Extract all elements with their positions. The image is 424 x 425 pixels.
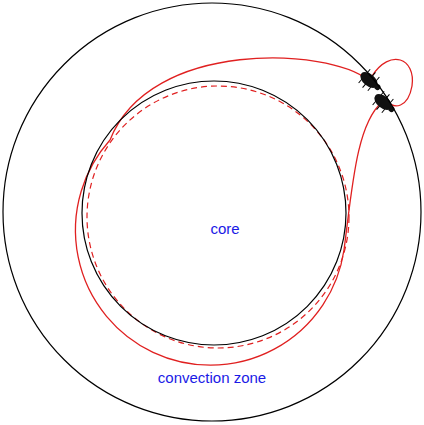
sunspot (355, 66, 386, 97)
field-line (75, 58, 382, 365)
core-circle-border (82, 81, 346, 345)
region-label: core (210, 220, 239, 237)
core-circle-outline (81, 80, 347, 346)
convection-zone-circle-border (3, 3, 421, 421)
dashed-core-field (87, 86, 349, 348)
convection-zone-circle-outline (2, 2, 422, 422)
region-label: convection zone (158, 369, 266, 386)
core-circle: core (81, 80, 347, 346)
sunspot (369, 88, 400, 119)
convection-zone-circle: convection zone core (2, 2, 422, 422)
